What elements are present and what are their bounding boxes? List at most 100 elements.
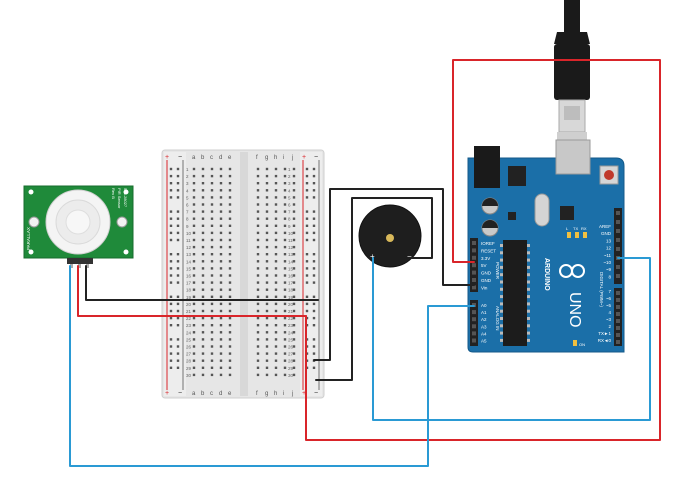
breadboard-column-label: d bbox=[219, 391, 222, 397]
buzzer-plus-label: + bbox=[370, 252, 375, 261]
analog-pin-label: A4 bbox=[481, 331, 487, 336]
power-pin-label: 3.3V bbox=[481, 256, 490, 261]
breadboard-row-number: 8 bbox=[288, 217, 291, 222]
wire-pir-signal-blue[interactable] bbox=[69, 265, 475, 467]
rail-minus-label-br: − bbox=[314, 390, 318, 397]
breadboard-row-number: 13 bbox=[186, 252, 192, 257]
wire-pir-vcc-red[interactable] bbox=[77, 265, 307, 317]
power-pin-label: 5V bbox=[481, 263, 487, 268]
breadboard-row-number: 4 bbox=[186, 188, 189, 193]
breadboard-row-number: 13 bbox=[288, 252, 294, 257]
breadboard-column-label: b bbox=[201, 391, 205, 397]
arduino-logo-icon bbox=[559, 264, 585, 278]
arduino-brand-text: ARDUINO bbox=[543, 258, 550, 291]
digital-pin-label: ~11 bbox=[604, 253, 612, 258]
buzzer-minus-label: − bbox=[407, 252, 412, 261]
breadboard-row-number: 14 bbox=[288, 259, 294, 264]
rail-minus-label-tl: − bbox=[178, 154, 182, 161]
arduino-model-text: UNO bbox=[566, 292, 583, 328]
breadboard-row-number: 29 bbox=[186, 366, 192, 371]
breadboard-row-number: 20 bbox=[186, 302, 192, 307]
breadboard-row-number: 10 bbox=[186, 231, 192, 236]
breadboard-column-label: f bbox=[256, 391, 258, 397]
breadboard-row-number: 21 bbox=[186, 309, 192, 314]
digital-pin-label: ~3 bbox=[606, 317, 612, 322]
pir-label-1: PIR Sensor bbox=[117, 188, 122, 209]
breadboard-row-number: 28 bbox=[288, 359, 294, 364]
pir-label-3: Rev B bbox=[111, 188, 116, 199]
arduino-uno-board[interactable]: L TX RX ON ARDUINO UNO IOREFRESET3.3V5VG… bbox=[467, 139, 625, 353]
wire-5v-red[interactable] bbox=[305, 59, 661, 441]
digital-pin-label: ~6 bbox=[606, 296, 612, 301]
piezo-buzzer[interactable]: + − bbox=[358, 204, 422, 268]
analog-pin-label: A1 bbox=[481, 310, 487, 315]
analog-pin-label: A2 bbox=[481, 317, 487, 322]
breadboard-row-number: 3 bbox=[288, 181, 291, 186]
pir-adjust-pot-right[interactable] bbox=[116, 216, 128, 228]
power-pin-label: GND bbox=[481, 278, 492, 283]
breadboard-row-number: 22 bbox=[288, 316, 294, 321]
rail-plus-label-tl: + bbox=[165, 154, 169, 161]
breadboard-row-number: 11 bbox=[186, 238, 191, 243]
breadboard-row-number: 17 bbox=[288, 281, 294, 286]
led-label-rx: RX bbox=[581, 226, 587, 231]
digital-pin-label: 2 bbox=[608, 324, 611, 329]
digital-header-high[interactable] bbox=[614, 208, 622, 284]
rail-plus-label-bl: + bbox=[165, 390, 169, 397]
pir-sensor[interactable]: PARALLAX PIR Sensor 555-28027 Rev B bbox=[23, 185, 134, 268]
breadboard-row-number: 23 bbox=[288, 323, 294, 328]
breadboard-row-number: 11 bbox=[288, 238, 293, 243]
led-label-l: L bbox=[566, 226, 569, 231]
breadboard-row-number: 27 bbox=[186, 352, 192, 357]
breadboard-column-label: g bbox=[265, 155, 268, 161]
rail-minus-label-tr: − bbox=[314, 154, 318, 161]
wire-pir-gnd-black[interactable] bbox=[85, 265, 319, 301]
breadboard-column-label: i bbox=[283, 391, 284, 397]
usb-b-port[interactable] bbox=[555, 139, 591, 175]
pir-brand-label: PARALLAX bbox=[26, 227, 31, 250]
pir-adjust-pot-left[interactable] bbox=[28, 216, 40, 228]
breadboard-row-number: 12 bbox=[288, 245, 294, 250]
wire-buzzer-gnd-black[interactable] bbox=[315, 197, 433, 381]
breadboard-row-number: 28 bbox=[186, 359, 192, 364]
digital-section-label: DIGITAL (PWM~) bbox=[599, 272, 604, 307]
breadboard-row-number: 2 bbox=[288, 174, 291, 179]
pir-label-2: 555-28027 bbox=[123, 188, 128, 208]
breadboard-column-label: f bbox=[256, 155, 258, 161]
breadboard-row-number: 6 bbox=[186, 203, 189, 208]
wire-buzzer-signal-blue[interactable] bbox=[372, 257, 651, 421]
digital-pin-label: 13 bbox=[606, 238, 612, 243]
breadboard-row-number: 9 bbox=[288, 224, 291, 229]
on-led-label: ON bbox=[579, 342, 585, 347]
led-label-tx: TX bbox=[573, 226, 578, 231]
power-pin-label: GND bbox=[481, 271, 492, 276]
breadboard-row-number: 4 bbox=[288, 188, 291, 193]
digital-pin-label: 8 bbox=[608, 274, 611, 279]
breadboard-row-number: 30 bbox=[186, 373, 192, 378]
breadboard-row-number: 26 bbox=[186, 345, 192, 350]
breadboard-holes[interactable] bbox=[169, 167, 316, 377]
breadboard-row-number: 10 bbox=[288, 231, 294, 236]
breadboard-column-label: a bbox=[192, 155, 196, 161]
breadboard-row-number: 21 bbox=[288, 309, 294, 314]
power-pin-label: Vin bbox=[481, 285, 488, 290]
breadboard-column-label: a bbox=[192, 391, 196, 397]
rail-plus-label-tr: + bbox=[302, 154, 306, 161]
digital-pin-label: TX►1 bbox=[598, 331, 611, 336]
atmega-chip bbox=[503, 240, 527, 346]
digital-header-low[interactable] bbox=[614, 288, 622, 346]
wire-gnd-black[interactable] bbox=[313, 188, 475, 361]
usb-cable[interactable] bbox=[554, 0, 590, 140]
breadboard-column-label: j bbox=[291, 391, 293, 397]
breadboard-column-label: h bbox=[274, 155, 277, 161]
breadboard-row-number: 7 bbox=[186, 210, 189, 215]
analog-header[interactable] bbox=[470, 300, 478, 346]
power-barrel-jack[interactable] bbox=[474, 146, 500, 188]
breadboard-row-number: 6 bbox=[288, 203, 291, 208]
breadboard-column-label: c bbox=[210, 391, 213, 397]
